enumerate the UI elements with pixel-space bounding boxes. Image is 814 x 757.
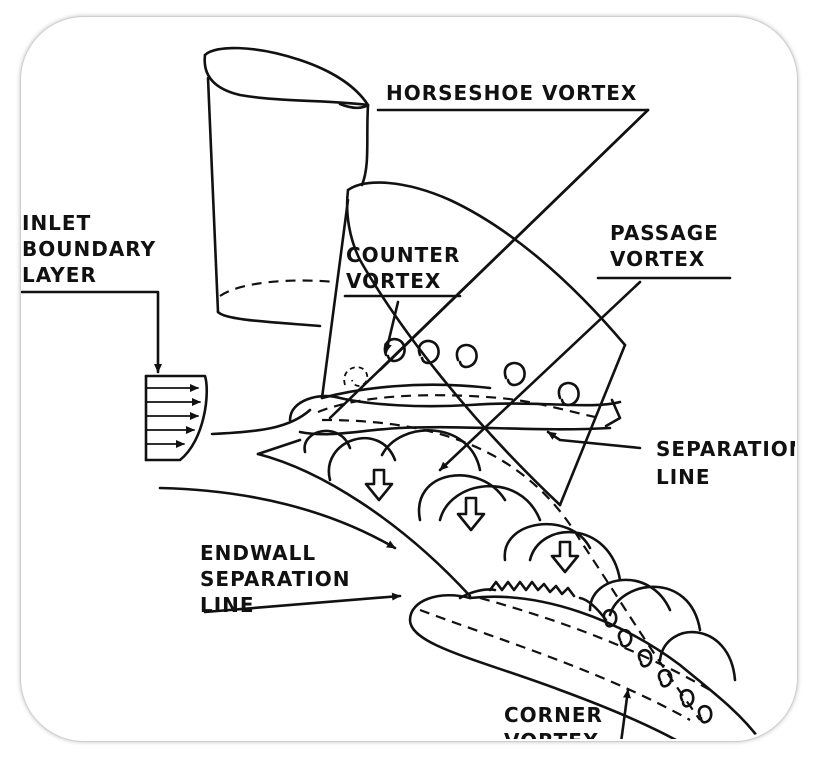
label-counter-vortex-1: COUNTER	[346, 243, 460, 267]
label-inlet-3: LAYER	[22, 263, 97, 287]
label-separation-line-1: SEPARATION	[656, 437, 807, 461]
label-horseshoe-vortex: HORSESHOE VORTEX	[386, 81, 637, 105]
front-blade	[322, 183, 625, 505]
back-blade	[205, 48, 368, 326]
corner-vortex-coils	[490, 582, 711, 722]
label-corner-vortex-1: CORNER	[504, 703, 603, 727]
label-inlet-2: BOUNDARY	[22, 237, 156, 261]
horseshoe-vortex-core	[290, 395, 620, 434]
label-passage-vortex-1: PASSAGE	[610, 221, 719, 245]
label-passage-vortex-2: VORTEX	[610, 247, 705, 271]
inlet-profile	[146, 376, 207, 460]
label-endwall-3: LINE	[200, 593, 255, 617]
passage-arrows	[366, 470, 578, 572]
label-endwall-2: SEPARATION	[200, 567, 351, 591]
label-corner-vortex-2: VORTEX	[504, 729, 599, 753]
label-endwall-1: ENDWALL	[200, 541, 316, 565]
label-inlet-1: INLET	[22, 211, 91, 235]
label-counter-vortex-2: VORTEX	[346, 269, 441, 293]
label-separation-line-2: LINE	[656, 465, 711, 489]
